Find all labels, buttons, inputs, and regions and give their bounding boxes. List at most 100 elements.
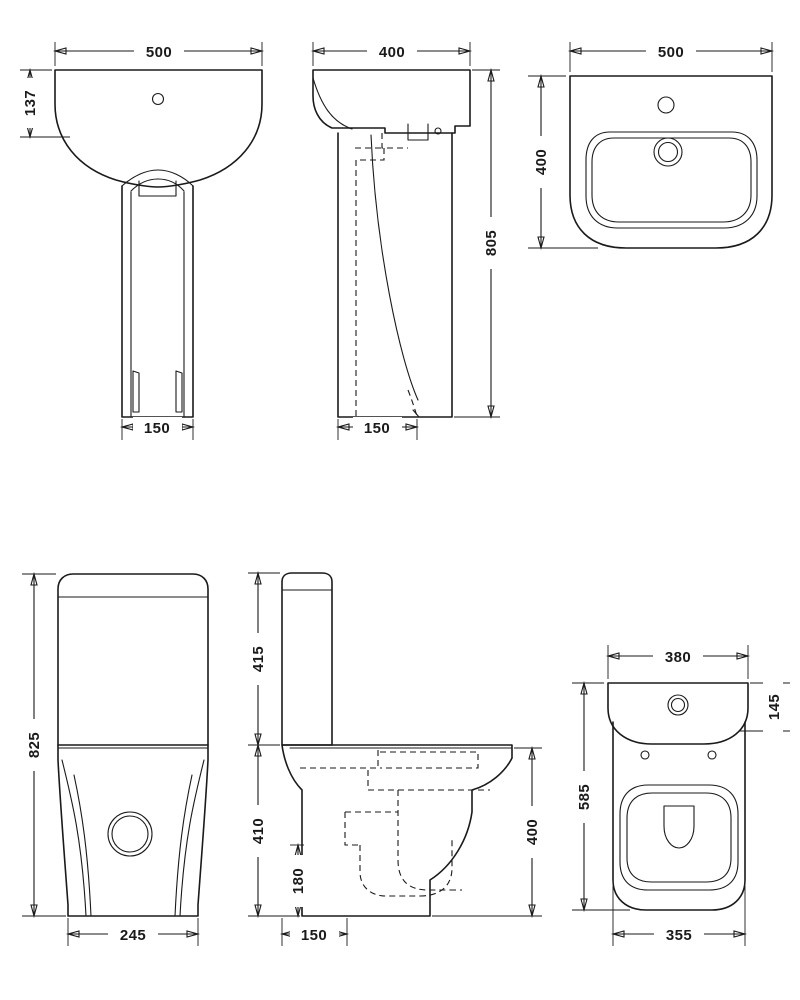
basin-front-dim-137-text-bg xyxy=(19,78,39,128)
basin-side-dim-400-text-bg xyxy=(367,41,417,61)
toilet-side-dim-410-arrow-top xyxy=(254,742,262,757)
toilet-side-dim-150-text: 150 xyxy=(301,927,327,944)
toilet-side-cistern xyxy=(281,572,333,746)
toilet-side-trap-hidden-1 xyxy=(344,812,360,846)
basin-plan-rim xyxy=(569,75,773,249)
toilet-plan-dim-145-text: 145 xyxy=(766,694,783,720)
basin-plan-waste-inner xyxy=(657,141,679,163)
view-toilet-side: 415 410 180 150 40 xyxy=(247,570,542,946)
toilet-plan-dim-585-arrow-top xyxy=(580,680,588,695)
view-toilet-plan: 380 145 585 355 xyxy=(572,645,790,946)
toilet-plan-dim-380-arrow-right xyxy=(736,652,751,660)
toilet-side-dim-415-group: 415 xyxy=(247,633,267,685)
basin-plan-dim-400-arrow-top xyxy=(537,73,545,88)
toilet-side-bowl-hidden-2 xyxy=(367,770,490,791)
basin-side-waste-block xyxy=(407,123,429,141)
basin-side-dim-805-text: 805 xyxy=(483,230,500,256)
toilet-side-dim-410-group: 410 xyxy=(247,805,267,857)
basin-side-dim-400-arrow-right xyxy=(458,47,473,55)
toilet-plan-pan xyxy=(612,721,746,911)
toilet-plan-dim-585-group: 585 xyxy=(573,771,593,823)
toilet-front-dim-825-text-bg xyxy=(23,719,43,771)
toilet-side-dim-400-group: 400 xyxy=(521,806,541,858)
basin-side-body xyxy=(312,69,471,134)
basin-plan-dim-400-arrow-bot xyxy=(537,236,545,251)
toilet-front-dim-245-text: 245 xyxy=(120,927,146,944)
basin-side-dim-400-arrow-left xyxy=(310,47,325,55)
toilet-side-pan xyxy=(281,744,513,917)
toilet-front-dim-825-group: 825 xyxy=(23,719,43,771)
toilet-front-crease-left xyxy=(61,759,87,917)
toilet-plan-dim-585-text-bg xyxy=(573,771,593,823)
toilet-front-dim-825-arrow-bot xyxy=(30,904,38,919)
toilet-side-trap-hidden-3 xyxy=(397,790,450,891)
toilet-plan-water-spot xyxy=(663,805,695,849)
pedestal-front-slot-left xyxy=(132,370,140,413)
toilet-plan-dim-380-text-bg xyxy=(653,646,703,666)
toilet-side-bowl-hidden-3 xyxy=(380,751,479,769)
view-basin-side: 400 805 150 xyxy=(310,41,500,440)
toilet-side-dim-410-arrow-bot xyxy=(254,904,262,919)
toilet-side-dim-415-arrow-top xyxy=(254,570,262,585)
toilet-side-dim-400-text-bg xyxy=(521,806,541,858)
toilet-plan-flush-button-outer xyxy=(667,694,689,716)
basin-side-overflow-hole xyxy=(434,127,442,135)
pedestal-side-taper xyxy=(370,134,419,401)
toilet-plan-flush-button-inner xyxy=(670,697,686,713)
basin-front-dim-500-text: 500 xyxy=(146,44,172,61)
basin-plan-bowl-outer xyxy=(585,131,758,229)
toilet-front-dim-245-text-bg xyxy=(108,924,158,944)
toilet-side-dim-180-text: 180 xyxy=(290,868,307,894)
toilet-plan-dim-145-text-bg xyxy=(763,681,783,733)
view-toilet-front: 825 245 xyxy=(22,571,209,946)
basin-side-dim-150-arrow-left xyxy=(335,423,350,431)
toilet-side-dim-415-text-bg xyxy=(247,633,267,685)
basin-front-dim-137-group: 137 xyxy=(19,78,39,128)
pedestal-front-collar xyxy=(121,169,194,187)
toilet-plan-dim-145-group: 145 xyxy=(763,681,783,733)
toilet-side-trap-hidden-4 xyxy=(359,845,420,897)
toilet-front-dim-825-text: 825 xyxy=(26,732,43,758)
pedestal-front-bracket xyxy=(138,180,177,197)
basin-side-dim-805-arrow-bot xyxy=(487,405,495,420)
pedestal-front-slot-right xyxy=(175,370,183,413)
toilet-side-dim-400-arrow-top xyxy=(528,745,536,760)
basin-side-dim-805-arrow-top xyxy=(487,67,495,82)
basin-plan-dim-500-arrow-left xyxy=(567,47,582,55)
basin-front-dim-500-arrow-left xyxy=(52,47,67,55)
toilet-front-crease-right-inner xyxy=(174,774,193,917)
basin-plan-tap-hole xyxy=(657,96,675,114)
toilet-plan-cistern xyxy=(607,682,749,745)
toilet-side-dim-415-text: 415 xyxy=(250,646,267,672)
basin-front-body xyxy=(54,69,263,188)
basin-plan-waste-outer xyxy=(653,137,683,167)
toilet-plan-dim-355-arrow-left xyxy=(610,930,625,938)
pedestal-side-column xyxy=(337,132,453,418)
basin-side-dim-150-text: 150 xyxy=(364,420,390,437)
basin-side-dim-150-text-bg xyxy=(353,417,402,437)
basin-side-trap-hidden xyxy=(357,148,385,161)
basin-plan-dim-400-text: 400 xyxy=(533,149,550,175)
toilet-front-dim-245-arrow-left xyxy=(65,930,80,938)
toilet-plan-dim-355-text-bg xyxy=(654,924,704,944)
basin-side-dim-400-text: 400 xyxy=(379,44,405,61)
pedestal-side-base-notch xyxy=(412,409,420,418)
toilet-plan-dim-380-arrow-left xyxy=(605,652,620,660)
toilet-front-pan xyxy=(57,744,209,917)
toilet-front-dim-245-arrow-right xyxy=(186,930,201,938)
toilet-front-crease-right xyxy=(179,759,205,917)
view-basin-plan: 500 400 xyxy=(528,41,775,251)
basin-plan-dim-500-text-bg xyxy=(646,41,696,61)
basin-front-tap-hole xyxy=(151,92,165,106)
view-basin-front: 500 137 150 xyxy=(19,41,265,440)
basin-side-dim-805-text-bg xyxy=(480,217,500,269)
toilet-side-dim-400-text: 400 xyxy=(524,819,541,845)
toilet-plan-bowl-outer xyxy=(619,784,739,891)
toilet-side-dim-180-group: 180 xyxy=(287,855,307,907)
toilet-plan-fixing-hole-right xyxy=(707,750,717,760)
toilet-side-seat-hidden xyxy=(300,748,379,769)
basin-side-dim-805-group: 805 xyxy=(480,217,500,269)
toilet-side-dim-180-text-bg xyxy=(287,855,307,907)
